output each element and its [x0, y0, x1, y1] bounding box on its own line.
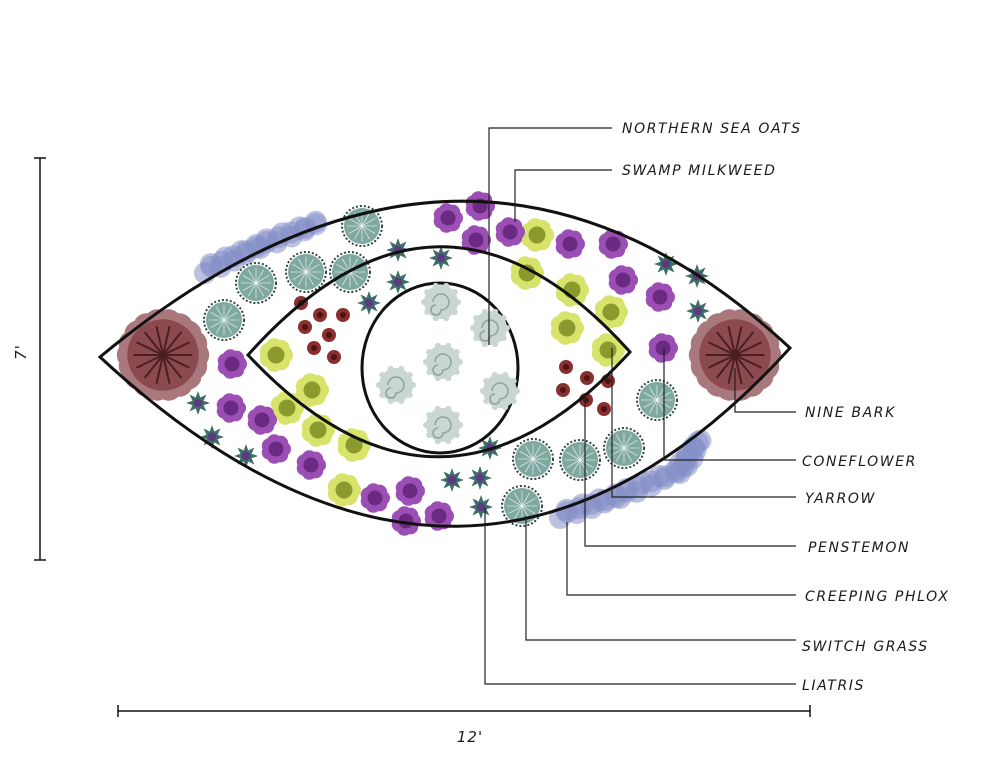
penstemon-8 — [559, 360, 573, 374]
penstemon-3 — [336, 308, 350, 322]
swamp-milkweed-14 — [296, 450, 326, 480]
northern-sea-oats-6 — [423, 405, 463, 445]
northern-sea-oats-2 — [470, 308, 510, 348]
yarrow-4 — [550, 311, 584, 345]
height-dimension: 7' — [12, 157, 46, 561]
liatris-10 — [234, 444, 258, 468]
northern-sea-oats-5 — [480, 371, 520, 411]
liatris-8 — [186, 391, 210, 415]
coneflower-5 — [203, 299, 245, 341]
label-switch-grass: SWITCH GRASS — [802, 639, 929, 655]
northern-sea-oats-4 — [376, 365, 416, 405]
liatris-3 — [357, 291, 381, 315]
label-swamp-milkweed: SWAMP MILKWEED — [622, 163, 776, 179]
yarrow-10 — [301, 413, 335, 447]
coneflower-4 — [235, 262, 277, 304]
yarrow-12 — [327, 473, 361, 507]
width-dimension-label: 12' — [457, 728, 483, 746]
label-nine-bark: NINE BARK — [805, 405, 896, 421]
swamp-milkweed-6 — [598, 229, 628, 259]
penstemon-11 — [556, 383, 570, 397]
penstemon-13 — [597, 402, 611, 416]
leader-nine-bark — [734, 368, 796, 413]
label-coneflower: CONEFLOWER — [802, 454, 917, 470]
nine-bark-left — [116, 309, 210, 401]
leader-creeping-phlox — [566, 522, 796, 596]
swamp-milkweed-12 — [247, 405, 277, 435]
yarrow-2 — [510, 256, 544, 290]
liatris-13 — [440, 468, 464, 492]
plant-labels: NORTHERN SEA OATS SWAMP MILKWEED NINE BA… — [622, 121, 950, 694]
swamp-milkweed-1 — [433, 203, 463, 233]
swamp-milkweed-9 — [648, 333, 678, 363]
liatris-2 — [386, 270, 410, 294]
yarrow-11 — [337, 428, 371, 462]
coneflower-9 — [512, 438, 554, 480]
yarrow-1 — [520, 218, 554, 252]
swamp-milkweed-3 — [495, 217, 525, 247]
yarrow-7 — [259, 338, 293, 372]
northern-sea-oats-1 — [421, 282, 461, 322]
swamp-milkweed-11 — [216, 393, 246, 423]
swamp-milkweed-8 — [645, 282, 675, 312]
leader-penstemon — [584, 394, 796, 547]
leader-yarrow — [611, 348, 796, 498]
swamp-milkweed-4 — [461, 225, 491, 255]
width-dimension: 12' — [117, 705, 811, 746]
swamp-milkweed-16 — [395, 476, 425, 506]
coneflower-6 — [636, 379, 678, 421]
penstemon-5 — [322, 328, 336, 342]
coneflower-8 — [559, 439, 601, 481]
leader-liatris — [484, 508, 796, 685]
label-yarrow: YARROW — [805, 491, 876, 507]
coneflower-10 — [501, 485, 543, 527]
leader-swamp-milkweed — [514, 169, 612, 222]
swamp-milkweed-15 — [360, 483, 390, 513]
penstemon-6 — [307, 341, 321, 355]
label-northern-sea-oats: NORTHERN SEA OATS — [622, 121, 802, 137]
penstemon-9 — [580, 371, 594, 385]
leader-northern-sea-oats — [488, 127, 612, 345]
penstemon-7 — [327, 350, 341, 364]
liatris-11 — [468, 466, 492, 490]
inner-bed-outline — [245, 245, 633, 459]
label-liatris: LIATRIS — [802, 678, 865, 694]
liatris-7 — [686, 299, 710, 323]
leader-lines — [484, 127, 796, 685]
center-plant-layer — [376, 282, 520, 445]
leader-coneflower — [663, 348, 796, 461]
penstemon-2 — [313, 308, 327, 322]
northern-sea-oats-3 — [423, 342, 463, 382]
swamp-milkweed-7 — [608, 265, 638, 295]
yarrow-5 — [594, 295, 628, 329]
height-dimension-label: 7' — [12, 344, 30, 360]
coneflower-2 — [285, 251, 327, 293]
label-creeping-phlox: CREEPING PHLOX — [805, 589, 950, 605]
swamp-milkweed-13 — [261, 434, 291, 464]
liatris-12 — [469, 495, 493, 519]
penstemon-4 — [298, 320, 312, 334]
swamp-milkweed-2 — [465, 191, 495, 221]
outer-bed-outline — [97, 199, 793, 528]
creeping-phlox-band-bottom — [549, 429, 712, 529]
swamp-milkweed-10 — [217, 349, 247, 379]
center-circle-outline — [360, 281, 520, 455]
liatris-4 — [429, 246, 453, 270]
yarrow-8 — [295, 373, 329, 407]
coneflower-7 — [603, 427, 645, 469]
swamp-milkweed-5 — [555, 229, 585, 259]
label-penstemon: PENSTEMON — [808, 540, 910, 556]
leader-switch-grass — [525, 516, 796, 641]
